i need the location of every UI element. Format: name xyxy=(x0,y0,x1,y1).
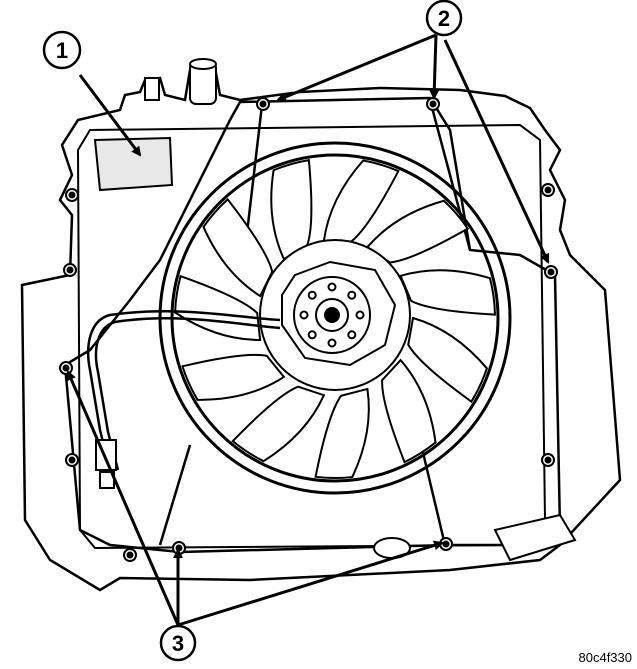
hub-bolt-hole xyxy=(307,290,317,300)
callout-3: 3 xyxy=(159,624,197,662)
hub-bolt-hole xyxy=(299,310,309,320)
hub-bolt-hole xyxy=(355,310,365,320)
fan-blade xyxy=(381,358,437,464)
fan-blades xyxy=(174,158,496,479)
radiator-hose-lower xyxy=(373,513,577,562)
filler-neck xyxy=(144,58,217,105)
callout-3-label: 3 xyxy=(172,631,184,656)
callout-arrows xyxy=(66,33,550,627)
mounting-bolt-center xyxy=(544,456,552,464)
mounting-bolt-center xyxy=(62,364,70,372)
mounting-bolt-center xyxy=(547,268,555,276)
fan-blade xyxy=(322,159,400,243)
hub-bolt-holes xyxy=(299,282,365,348)
figure-code: 80c4f330 xyxy=(579,650,633,665)
arrow-2b xyxy=(429,34,440,100)
arrow-3a xyxy=(66,370,180,626)
callout-2: 2 xyxy=(425,0,463,37)
arrow-2c xyxy=(443,39,550,264)
arrow-3c xyxy=(177,540,444,627)
hub-bolt-hole xyxy=(307,330,317,340)
callout-1: 1 xyxy=(42,30,82,70)
fan-blade xyxy=(407,316,489,404)
callout-1-label: 1 xyxy=(56,38,68,63)
callout-2-label: 2 xyxy=(438,6,450,31)
fan-motor xyxy=(259,239,411,391)
fan-blade xyxy=(270,158,313,261)
mounting-bolt-center xyxy=(68,191,76,199)
hub-bolt-hole xyxy=(327,282,337,292)
mounting-bolt-center xyxy=(544,186,552,194)
fan-blade xyxy=(181,353,286,401)
arrow-1 xyxy=(78,74,142,157)
hub-bolt-hole xyxy=(347,330,357,340)
mounting-bolt-center xyxy=(259,100,267,108)
fan-blade xyxy=(231,385,326,463)
mounting-bolt-center xyxy=(442,540,450,548)
hub-bolt-hole xyxy=(347,290,357,300)
mounting-bolt-center xyxy=(66,266,74,274)
mounting-bolt-center xyxy=(429,100,437,108)
hub-bolt-hole xyxy=(327,338,337,348)
fan-blade xyxy=(202,197,274,298)
fan-blade xyxy=(314,387,370,479)
mounting-bolt-center xyxy=(126,551,134,559)
fan-blade xyxy=(399,269,496,316)
arrow-2a xyxy=(276,33,437,102)
mounting-bolt-center xyxy=(68,456,76,464)
mounting-bolt-center xyxy=(175,544,183,552)
fan-blade xyxy=(365,199,470,264)
